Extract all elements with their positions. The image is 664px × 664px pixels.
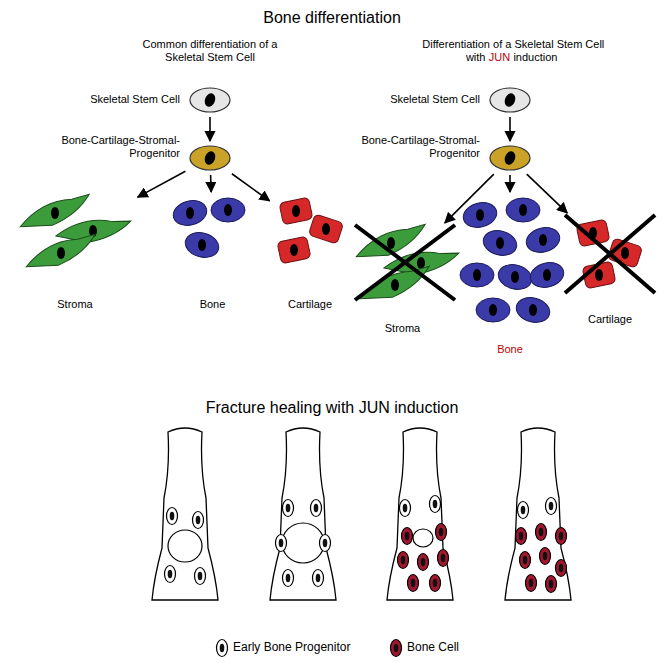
heading-part: JUN: [489, 51, 510, 63]
arrow-connector: [509, 175, 511, 192]
cell-group: Bone-Cartilage-Stromal-Progenitor: [188, 144, 232, 172]
cell-group: Bone-Cartilage-Stromal-Progenitor: [488, 144, 532, 172]
bone-outline: [505, 428, 571, 600]
cell-group: Bone: [455, 195, 565, 335]
bone-outline: [387, 428, 453, 600]
cell-label: Skeletal Stem Cell: [20, 93, 180, 106]
bone-outline: [270, 428, 336, 600]
legend-icon: [217, 640, 228, 657]
arrow-connector: [232, 174, 270, 201]
cell-label: Bone: [170, 298, 255, 311]
cell-label: Stroma: [355, 322, 450, 335]
section-title: Fracture healing with JUN induction: [0, 398, 664, 417]
cell-label: Cartilage: [272, 298, 348, 311]
arrow-connector: [209, 117, 211, 141]
cell-drawing: [272, 195, 348, 265]
legend-text: Early Bone Progenitor: [233, 640, 350, 654]
arrow-connector: [210, 175, 212, 192]
cell-drawing: [170, 195, 255, 265]
panel-heading: Differentiation of a Skeletal Stem Cell …: [405, 38, 620, 64]
cell-drawing: [355, 225, 455, 300]
cell-group: Skeletal Stem Cell: [488, 86, 532, 114]
cell-drawing: [188, 86, 232, 114]
legend-icon: [391, 640, 402, 657]
heading-part: induction: [513, 51, 557, 63]
cell-label: Bone-Cartilage-Stromal-Progenitor: [30, 134, 180, 160]
cell-group: Stroma: [15, 195, 135, 267]
cell-label: Cartilage: [565, 313, 655, 326]
cell-drawing: [565, 215, 655, 293]
cell-label: Stroma: [15, 298, 135, 311]
heading-part: Differentiation of a Skeletal Stem Cell …: [422, 38, 604, 63]
cell-group: Cartilage: [565, 215, 655, 293]
bone-outline: [152, 428, 218, 600]
cell-drawing: [188, 144, 232, 172]
cell-drawing: [455, 195, 565, 335]
cell-label: Bone: [455, 343, 565, 356]
cell-drawing: [488, 86, 532, 114]
cell-group: Bone: [170, 195, 255, 265]
cell-group: Stroma: [355, 225, 455, 300]
cell-group: Skeletal Stem Cell: [188, 86, 232, 114]
cell-label: Skeletal Stem Cell: [320, 93, 480, 106]
panel-heading: Common differentiation of a Skeletal Ste…: [130, 38, 290, 64]
cell-group: Cartilage: [272, 195, 348, 265]
cell-label: Bone-Cartilage-Stromal-Progenitor: [330, 134, 480, 160]
diagram-title: Bone differentiation: [0, 8, 664, 27]
cell-drawing: [488, 144, 532, 172]
arrow-connector: [509, 117, 511, 141]
arrow-connector: [138, 171, 186, 197]
cell-drawing: [15, 195, 135, 267]
legend-text: Bone Cell: [407, 640, 459, 654]
